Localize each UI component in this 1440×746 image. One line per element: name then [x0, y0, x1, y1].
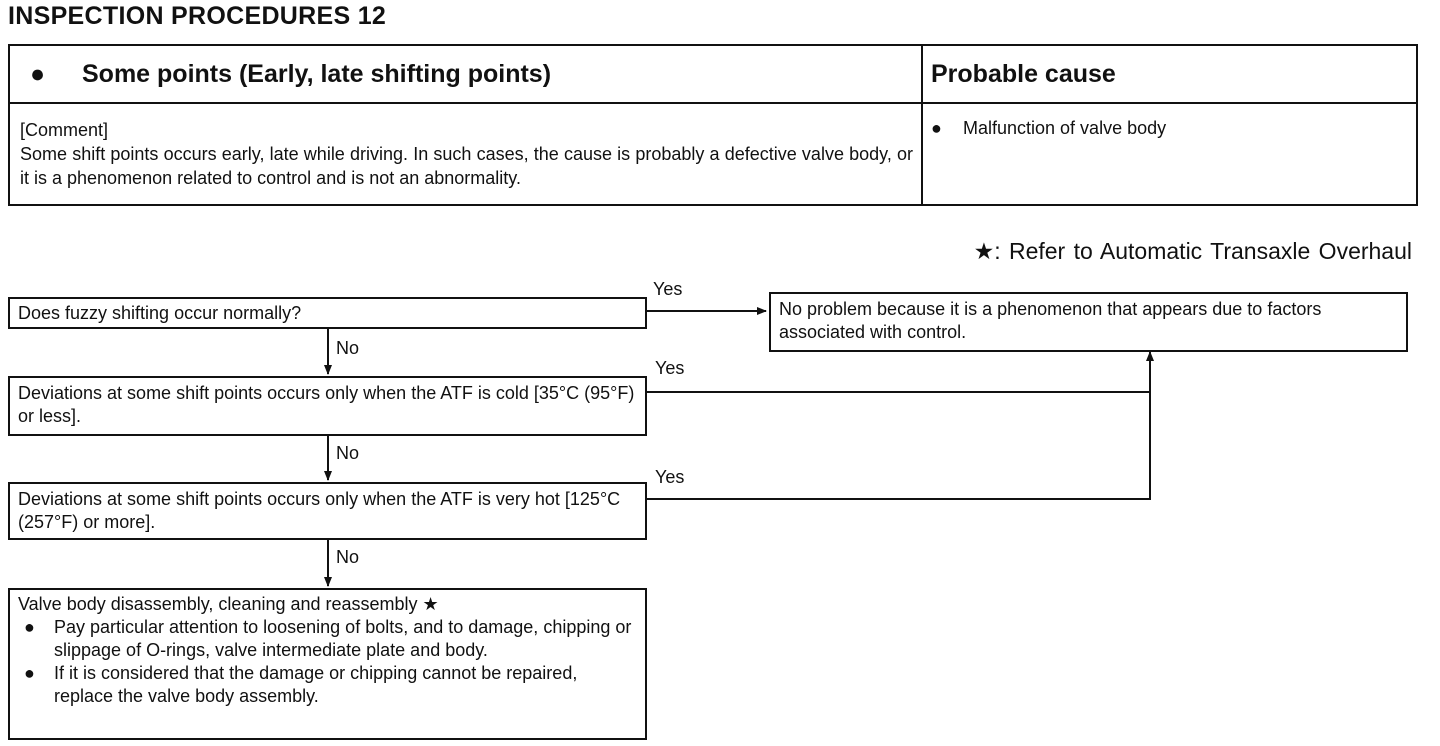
legend-note: ★: Refer to Automatic Transaxle Overhaul [973, 238, 1412, 264]
question-text: Does fuzzy shifting occur normally? [18, 303, 302, 323]
page-title: INSPECTION PROCEDURES 12 [8, 2, 387, 30]
action-title: Valve body disassembly, cleaning and rea… [18, 594, 439, 614]
action-bullet-text: If it is considered that the damage or c… [54, 663, 578, 706]
result-text: No problem because it is a phenomenon th… [779, 299, 1322, 342]
yes-label-q3: Yes [655, 467, 685, 487]
probable-cause-header-cell: Probable cause [921, 44, 1418, 104]
action-bullet: ● Pay particular attention to loosening … [18, 616, 637, 662]
probable-cause-text: Malfunction of valve body [963, 118, 1167, 138]
bullet-icon: ● [24, 663, 35, 683]
question-text: Deviations at some shift points occurs o… [18, 489, 621, 532]
action-valve-body: Valve body disassembly, cleaning and rea… [8, 588, 647, 740]
no-label-q3: No [336, 547, 360, 567]
comment-cell: [Comment] Some shift points occurs early… [8, 102, 923, 206]
symptom-title: Some points (Early, late shifting points… [82, 60, 552, 88]
action-bullet-text: Pay particular attention to loosening of… [54, 617, 632, 660]
bullet-icon: ● [24, 617, 35, 637]
result-no-problem: No problem because it is a phenomenon th… [769, 292, 1408, 352]
symptom-table: ● Some points (Early, late shifting point… [8, 44, 1418, 206]
comment-label: [Comment] [20, 120, 109, 140]
bullet-icon: ● [931, 118, 942, 138]
no-label-q1: No [336, 338, 360, 358]
probable-cause-cell: ● Malfunction of valve body [921, 102, 1418, 206]
question-fuzzy-shifting: Does fuzzy shifting occur normally? [8, 297, 647, 329]
comment-text: Some shift points occurs early, late whi… [20, 144, 913, 188]
question-atf-cold: Deviations at some shift points occurs o… [8, 376, 647, 436]
symptom-title-cell: ● Some points (Early, late shifting point… [8, 44, 923, 104]
question-text: Deviations at some shift points occurs o… [18, 383, 635, 426]
question-atf-hot: Deviations at some shift points occurs o… [8, 482, 647, 540]
bullet-icon: ● [30, 60, 46, 88]
yes-label-q1: Yes [653, 279, 683, 299]
probable-cause-header: Probable cause [931, 60, 1116, 88]
yes-label-q2: Yes [655, 358, 685, 378]
yes-line-q3 [647, 351, 1154, 500]
action-bullet: ● If it is considered that the damage or… [18, 662, 637, 708]
no-label-q2: No [336, 443, 360, 463]
probable-cause-item: ● Malfunction of valve body [923, 104, 1416, 139]
